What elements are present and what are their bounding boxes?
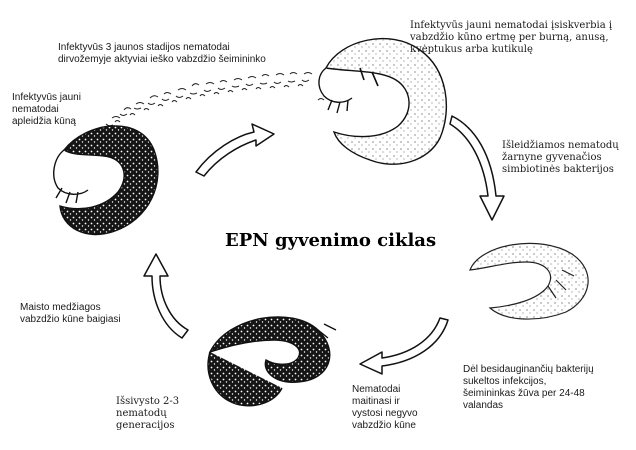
larva-icon xyxy=(469,242,589,320)
label-stage-8: Infektyvūs jauni nematodai apleidžia kūn… xyxy=(12,92,81,127)
label-stage-3: Išleidžiamos nematodų žarnyne gyvenačios… xyxy=(502,140,619,175)
larva-icon xyxy=(53,125,159,236)
label-stage-2: Infektyvūs jauni nematodai įsiskverbia į… xyxy=(410,20,613,55)
diagram-title: EPN gyvenimo ciklas xyxy=(225,230,437,251)
label-stage-4: Dėl besidauginančių bakterijų sukeltos i… xyxy=(463,364,594,411)
cycle-arrow-icon xyxy=(143,115,505,375)
label-stage-1: Infektyvūs 3 jaunos stadijos nematodai d… xyxy=(58,42,266,65)
label-stage-6: Išsivysto 2-3 nematodų generacijos xyxy=(116,396,180,431)
larva-icon xyxy=(318,37,448,165)
larva-icon xyxy=(207,316,337,407)
label-stage-5: Nematodai maitinasi ir vystosi negyvo va… xyxy=(352,384,418,431)
label-stage-7: Maisto medžiagos vabzdžio kūne baigiasi xyxy=(20,302,121,325)
